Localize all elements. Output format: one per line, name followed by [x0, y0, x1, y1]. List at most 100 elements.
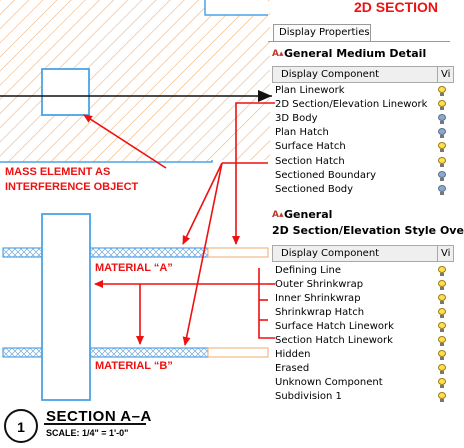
list-item[interactable]: Hidden: [275, 349, 311, 360]
list-item[interactable]: Sectioned Boundary: [275, 169, 376, 181]
column-header-group1: Display Component Vi: [272, 66, 454, 83]
bulb-base: [440, 273, 444, 276]
lightbulb-on-icon[interactable]: [438, 392, 446, 402]
bulb-glass: [438, 266, 446, 273]
lightbulb-off-icon[interactable]: [438, 184, 446, 195]
bulb-glass: [438, 142, 446, 150]
lightbulb-on-icon[interactable]: [438, 266, 446, 276]
bulb-base: [440, 399, 444, 402]
lightbulb-on-icon[interactable]: [438, 280, 446, 290]
bulb-base: [440, 149, 444, 153]
lightbulb-on-icon[interactable]: [438, 322, 446, 332]
list-item[interactable]: Erased: [275, 363, 310, 374]
bulb-glass: [438, 86, 446, 93]
list-item[interactable]: Section Hatch Linework: [275, 335, 393, 346]
bulb-glass: [438, 350, 446, 357]
lightbulb-on-icon[interactable]: [438, 350, 446, 360]
group-title-medium-detail: A▴General Medium Detail: [272, 47, 427, 60]
material-b-slab: [2, 347, 209, 358]
bulb-glass: [438, 114, 446, 122]
lightbulb-on-icon[interactable]: [438, 336, 446, 346]
tab-display-properties[interactable]: Display Properties: [273, 24, 371, 41]
cad-drawing: [0, 0, 275, 443]
material-a-label: MATERIAL “A”: [95, 262, 173, 274]
bulb-base: [440, 121, 444, 125]
list-item[interactable]: Inner Shrinkwrap: [275, 293, 361, 304]
list-item[interactable]: Shrinkwrap Hatch: [275, 307, 365, 318]
group-title-general: A▴General: [272, 208, 333, 221]
bulb-base: [440, 287, 444, 290]
bulb-base: [440, 343, 444, 346]
list-item[interactable]: Plan Hatch: [275, 127, 329, 139]
lightbulb-on-icon[interactable]: [438, 156, 446, 167]
bulb-base: [440, 357, 444, 360]
lightbulb-on-icon[interactable]: [438, 308, 446, 318]
section-view: [2, 213, 269, 401]
list-item[interactable]: Plan Linework: [275, 85, 345, 96]
column-header-group2: Display Component Vi: [272, 245, 454, 262]
bulb-base: [440, 177, 444, 181]
list-item[interactable]: Sectioned Body: [275, 183, 354, 195]
bulb-glass: [438, 156, 446, 164]
lightbulb-on-icon[interactable]: [438, 100, 446, 111]
lightbulb-on-icon[interactable]: [438, 86, 446, 96]
bulb-glass: [438, 184, 446, 192]
bulb-glass: [438, 322, 446, 329]
column-visible[interactable]: Vi: [437, 246, 450, 261]
section-title: SECTION A–A: [46, 408, 152, 425]
lightbulb-on-icon[interactable]: [438, 142, 446, 153]
material-b-label: MATERIAL “B”: [95, 360, 173, 372]
bulb-glass: [438, 364, 446, 371]
mass-element-label-2: INTERFERENCE OBJECT: [5, 181, 139, 193]
bulb-glass: [438, 128, 446, 136]
page-title: 2D SECTION: [354, 0, 439, 15]
list-item[interactable]: 2D Section/Elevation Linework: [275, 99, 428, 111]
interference-column: [41, 213, 91, 401]
list-item[interactable]: Unknown Component: [275, 377, 383, 388]
mass-element-label-1: MASS ELEMENT AS: [5, 166, 111, 178]
interference-box: [41, 68, 90, 116]
bulb-base: [440, 301, 444, 304]
tab-divider: [268, 41, 450, 42]
style-icon: A▴: [272, 49, 284, 59]
bulb-base: [440, 371, 444, 374]
column-display-component[interactable]: Display Component: [281, 248, 380, 259]
list-item[interactable]: Surface Hatch Linework: [275, 321, 394, 332]
bulb-glass: [438, 378, 446, 385]
list-item[interactable]: Section Hatch: [275, 155, 345, 167]
list-item[interactable]: Outer Shrinkwrap: [275, 279, 364, 290]
list-item[interactable]: Subdivision 1: [275, 391, 342, 402]
column-visible[interactable]: Vi: [437, 67, 450, 82]
group-subtitle-style-override: 2D Section/Elevation Style Ove: [272, 224, 464, 237]
lightbulb-off-icon[interactable]: [438, 114, 446, 125]
list-item[interactable]: Surface Hatch: [275, 141, 346, 153]
bulb-glass: [438, 170, 446, 178]
lightbulb-on-icon[interactable]: [438, 378, 446, 388]
style-icon: A▴: [272, 210, 284, 220]
plan-mass: [0, 0, 270, 163]
lightbulb-on-icon[interactable]: [438, 294, 446, 304]
bulb-base: [440, 163, 444, 167]
lightbulb-off-icon[interactable]: [438, 128, 446, 139]
bulb-glass: [438, 336, 446, 343]
bulb-base: [440, 191, 444, 195]
bulb-glass: [438, 280, 446, 287]
bulb-glass: [438, 308, 446, 315]
section-number: 1: [17, 419, 25, 435]
bulb-glass: [438, 100, 446, 108]
bulb-base: [440, 135, 444, 139]
bulb-base: [440, 329, 444, 332]
bulb-base: [440, 385, 444, 388]
list-item[interactable]: 3D Body: [275, 113, 318, 125]
material-a-slab: [2, 247, 209, 258]
lightbulb-on-icon[interactable]: [438, 364, 446, 374]
bulb-glass: [438, 392, 446, 399]
column-display-component[interactable]: Display Component: [281, 69, 380, 80]
list-item[interactable]: Defining Line: [275, 265, 341, 276]
lightbulb-off-icon[interactable]: [438, 170, 446, 181]
bulb-base: [440, 107, 444, 111]
bulb-base: [440, 315, 444, 318]
section-bubble: [4, 409, 38, 443]
bulb-glass: [438, 294, 446, 301]
section-scale: SCALE: 1/4" = 1'-0": [46, 428, 129, 438]
